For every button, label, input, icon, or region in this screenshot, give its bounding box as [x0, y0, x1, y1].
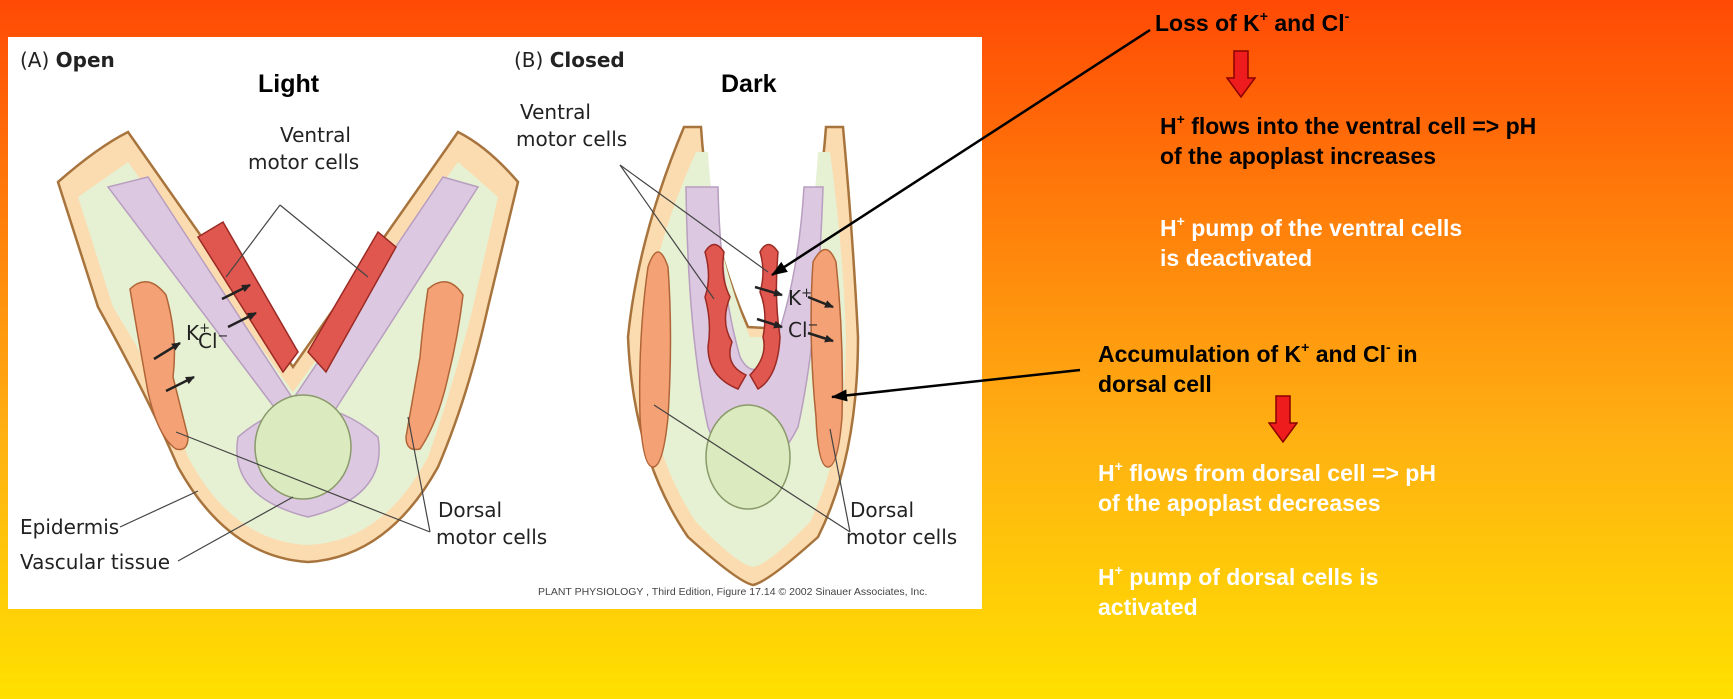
vascular-tissue-label: Vascular tissue: [20, 550, 170, 574]
panel-b-closed: K+ Cl−: [620, 127, 858, 585]
dorsal-label-b: Dorsal motor cells: [846, 498, 957, 549]
figure-panel: K+ Cl− K+ Cl− (A) Open (B) Closed Light …: [8, 37, 982, 609]
leader-ventral-a-right: [280, 205, 368, 277]
ventral-label-a: Ventral motor cells: [248, 123, 359, 174]
vascular-core-a: [255, 395, 351, 499]
light-label: Light: [258, 70, 320, 98]
leader-epidermis: [120, 491, 198, 527]
epidermis-label: Epidermis: [20, 515, 119, 539]
pulvinus-diagram: K+ Cl− K+ Cl− (A) Open (B) Closed Light …: [8, 37, 982, 609]
panel-a-heading: (A) Open: [20, 48, 115, 72]
dark-label: Dark: [721, 70, 777, 98]
figure-credit: PLANT PHYSIOLOGY , Third Edition, Figure…: [538, 586, 927, 598]
ventral-label-b: Ventral motor cells: [516, 100, 627, 151]
down-arrow-2-icon: [1268, 395, 1298, 443]
note-loss: Loss of K+ and Cl-: [1155, 8, 1349, 38]
dorsal-label-a: Dorsal motor cells: [436, 498, 547, 549]
vascular-core-b: [706, 405, 790, 509]
down-arrow-1-icon: [1226, 50, 1256, 98]
panel-b-heading: (B) Closed: [514, 48, 625, 72]
